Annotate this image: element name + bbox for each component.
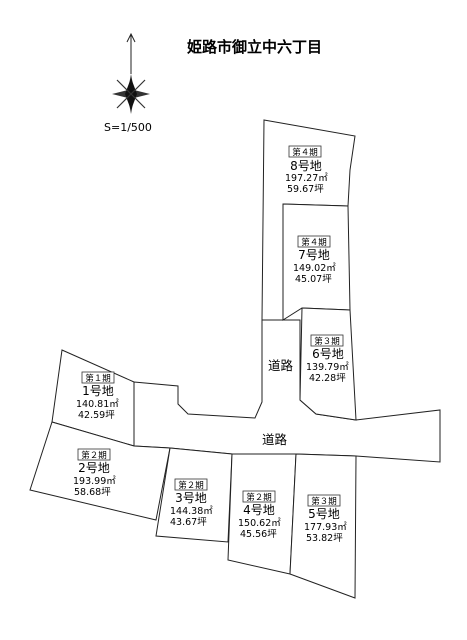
phase-label: 第３期 [314, 336, 340, 347]
area-tsubo: 53.82坪 [306, 532, 343, 544]
area-tsubo: 43.67坪 [170, 516, 207, 528]
area-m2: 140.81㎡ [76, 399, 119, 410]
phase-label: 第２期 [246, 492, 272, 503]
road-label-vertical: 道路 [268, 358, 294, 373]
phase-badge [288, 145, 322, 158]
lot-name: 2号地 [78, 461, 110, 475]
phase-badge [297, 235, 331, 248]
lot-5[interactable] [289, 453, 357, 599]
lot-name: 5号地 [308, 507, 340, 521]
area-m2: 144.38㎡ [170, 506, 213, 517]
phase-label: 第２期 [178, 480, 204, 491]
lot-7[interactable] [282, 203, 351, 321]
phase-label: 第３期 [311, 496, 337, 507]
phase-label: 第１期 [85, 373, 111, 384]
phase-badge [77, 448, 111, 461]
scale-label: S=1/500 [104, 121, 152, 134]
lot-2-labels: 第２期 2号地 193.99㎡ 58.68坪 [73, 448, 116, 498]
area-tsubo: 42.59坪 [78, 409, 115, 421]
phase-badge [242, 490, 276, 503]
area-m2: 177.93㎡ [304, 522, 347, 533]
phase-label: 第４期 [292, 147, 318, 158]
area-m2: 149.02㎡ [293, 263, 336, 274]
lot-name: 7号地 [298, 248, 330, 262]
area-tsubo: 42.28坪 [309, 372, 346, 384]
map-title: 姫路市御立中六丁目 [187, 38, 322, 56]
road-label-horizontal: 道路 [262, 432, 288, 447]
area-m2: 150.62㎡ [238, 518, 281, 529]
lot-name: 6号地 [312, 347, 344, 361]
area-tsubo: 59.67坪 [287, 183, 324, 195]
lot-name: 1号地 [82, 384, 114, 398]
north-arrow-icon [112, 32, 150, 114]
lot-2[interactable] [29, 421, 171, 521]
lot-name: 4号地 [243, 503, 275, 517]
area-tsubo: 45.07坪 [295, 273, 332, 285]
area-tsubo: 58.68坪 [74, 486, 111, 498]
phase-badge [81, 371, 115, 384]
phase-badge [174, 478, 208, 491]
phase-badge [310, 334, 344, 347]
lot-1-labels: 第１期 1号地 140.81㎡ 42.59坪 [76, 371, 119, 421]
lot-4-labels: 第２期 4号地 150.62㎡ 45.56坪 [238, 490, 281, 540]
lot-7-labels: 第４期 7号地 149.02㎡ 45.07坪 [293, 235, 336, 285]
lot-6-labels: 第３期 6号地 139.79㎡ 42.28坪 [306, 334, 349, 384]
area-tsubo: 45.56坪 [240, 528, 277, 540]
phase-badge [307, 494, 341, 507]
lot-3-labels: 第２期 3号地 144.38㎡ 43.67坪 [170, 478, 213, 528]
area-m2: 139.79㎡ [306, 362, 349, 373]
lot-8-labels: 第４期 8号地 197.27㎡ 59.67坪 [285, 145, 328, 195]
phase-label: 第２期 [81, 450, 107, 461]
phase-label: 第４期 [301, 237, 327, 248]
lot-name: 8号地 [290, 159, 322, 173]
lot-5-labels: 第３期 5号地 177.93㎡ 53.82坪 [304, 494, 347, 544]
area-m2: 193.99㎡ [73, 476, 116, 487]
area-m2: 197.27㎡ [285, 173, 328, 184]
lot-3[interactable] [155, 447, 233, 543]
lot-name: 3号地 [175, 491, 207, 505]
